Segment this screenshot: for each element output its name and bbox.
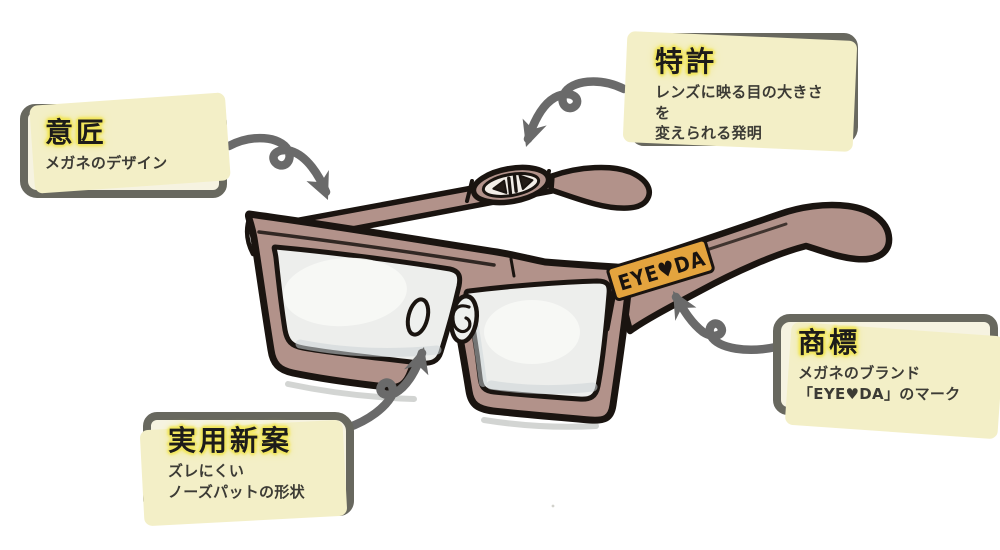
front-frame [244,210,634,424]
callout-trademark-line2: 「EYE♥DA」のマーク [798,384,961,403]
callout-arrows [224,77,781,433]
right-lens-shade [486,380,598,395]
design-arrow-icon [224,133,331,197]
nose-pads [405,293,480,345]
callout-trademark-body: メガネのブランド 「EYE♥DA」のマーク [798,363,976,404]
trademark-arrowhead-icon [673,291,697,321]
hinge-medallion [470,164,552,206]
nose-pad-spiral [451,304,472,334]
patent-arrow-icon [523,77,629,144]
callout-patent-line1: レンズに映る目の大きさを [655,83,824,122]
nose-pad-left [405,297,431,337]
trademark-arrow-icon [671,292,781,354]
callout-utility-model-body: ズレにくい ノーズパットの形状 [168,461,332,502]
callout-utility-model-line2: ノーズパットの形状 [168,482,305,501]
design-arrowhead-icon [306,170,329,200]
paper-speck [551,504,555,508]
frame-left-endcap [244,213,256,257]
callout-design-line1: メガネのデザイン [45,154,168,173]
callout-utility-model-title: 実用新案 [168,424,293,457]
callout-patent-line2: 変えられる発明 [655,124,763,143]
callout-patent-title: 特許 [655,45,718,78]
callout-trademark-title: 商標 [798,326,861,359]
frame-shadows [285,381,599,430]
hinge-eye-logo-icon [492,174,534,195]
patent-arrowhead-icon [522,118,547,147]
callout-arrowheads [306,118,697,376]
bridge-tick [509,257,516,278]
callout-trademark: 商標 メガネのブランド 「EYE♥DA」のマーク [773,314,998,415]
callout-design-body: メガネのデザイン [45,153,205,173]
callout-patent-body: レンズに映る目の大きさを 変えられる発明 [655,82,836,143]
callout-trademark-line1: メガネのブランド [798,364,921,383]
utility-model-arrow-icon [342,348,427,433]
top-bar-crease [257,230,496,267]
callout-utility-model-line1: ズレにくい [168,462,245,481]
callout-design-title: 意匠 [45,116,108,149]
utility-model-arrowhead-icon [404,347,429,376]
callout-patent: 特許 レンズに映る目の大きさを 変えられる発明 [630,33,858,146]
callout-utility-model: 実用新案 ズレにくい ノーズパットの形状 [143,412,354,516]
folded-temple-ear-tip [548,164,652,211]
left-lens-highlight [283,257,407,327]
right-lens-highlight [484,300,580,364]
callout-design: 意匠 メガネのデザイン [20,104,227,198]
